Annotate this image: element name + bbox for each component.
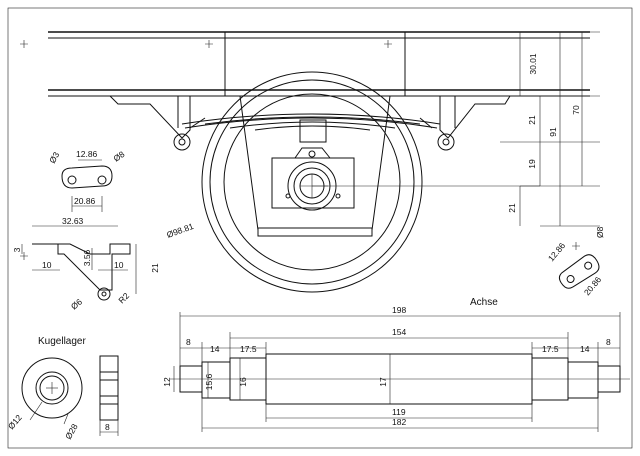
dim-20-86-left: 20.86 (74, 196, 96, 206)
dim-21-upper: 21 (527, 115, 537, 125)
dim-bearing-width: 8 (105, 422, 110, 432)
dim-12-86-left: 12.86 (76, 149, 98, 159)
ball-bearing-front (21, 357, 83, 425)
achse-label: Achse (470, 297, 498, 308)
dim-154: 154 (392, 327, 406, 337)
dim-182: 182 (392, 417, 406, 427)
dim-19: 19 (527, 159, 537, 169)
dim-10-left: 10 (42, 260, 52, 270)
dim-diam-28: Ø28 (63, 422, 80, 441)
dim-3-56: 3.56 (82, 249, 92, 266)
dim-70: 70 (571, 105, 581, 115)
registration-marks (20, 40, 580, 260)
link-plate-right (558, 254, 600, 289)
leaf-spring (173, 113, 455, 151)
dim-16: 16 (238, 377, 248, 387)
dim-diam-8-left: Ø8 (111, 149, 126, 164)
dim-17: 17 (378, 377, 388, 387)
wheel (201, 71, 423, 293)
dim-21-bracket: 21 (150, 263, 160, 273)
dim-91: 91 (548, 127, 558, 137)
hanger-bracket-detail (21, 225, 137, 301)
dim-diam-12: Ø12 (6, 412, 24, 431)
dim-12-86-right: 12.86 (546, 240, 568, 263)
dim-diam-3: Ø3 (47, 150, 61, 165)
vertical-dimensions (500, 31, 600, 227)
dim-20-86-right: 20.86 (582, 274, 604, 297)
dim-30-01: 30.01 (528, 53, 538, 75)
link-plate-left (61, 159, 113, 212)
axle-drawing (170, 312, 630, 432)
dim-wheel-diameter: Ø98.81 (165, 221, 195, 240)
dim-17-5-right: 17.5 (542, 344, 559, 354)
kugellager-label: Kugellager (38, 336, 86, 347)
dim-8-right: 8 (606, 337, 611, 347)
dim-198: 198 (392, 305, 406, 315)
dim-r2: R2 (116, 290, 131, 305)
dim-8-left: 8 (186, 337, 191, 347)
dim-10-right: 10 (114, 260, 124, 270)
dim-14-left: 14 (210, 344, 220, 354)
dim-15-6: 15.6 (204, 373, 214, 390)
dim-32-63: 32.63 (62, 216, 84, 226)
dim-diam-8-right: Ø8 (595, 226, 605, 238)
ball-bearing-side (99, 355, 119, 436)
dim-12: 12 (162, 377, 172, 387)
dim-3: 3 (12, 247, 22, 252)
sheet-border (7, 7, 633, 449)
axle-housing (239, 95, 540, 237)
dim-diam-6: Ø6 (69, 296, 84, 311)
dim-119: 119 (392, 407, 406, 417)
dim-17-5-left: 17.5 (240, 344, 257, 354)
dim-14-right: 14 (580, 344, 590, 354)
dim-21-lower: 21 (507, 203, 517, 213)
